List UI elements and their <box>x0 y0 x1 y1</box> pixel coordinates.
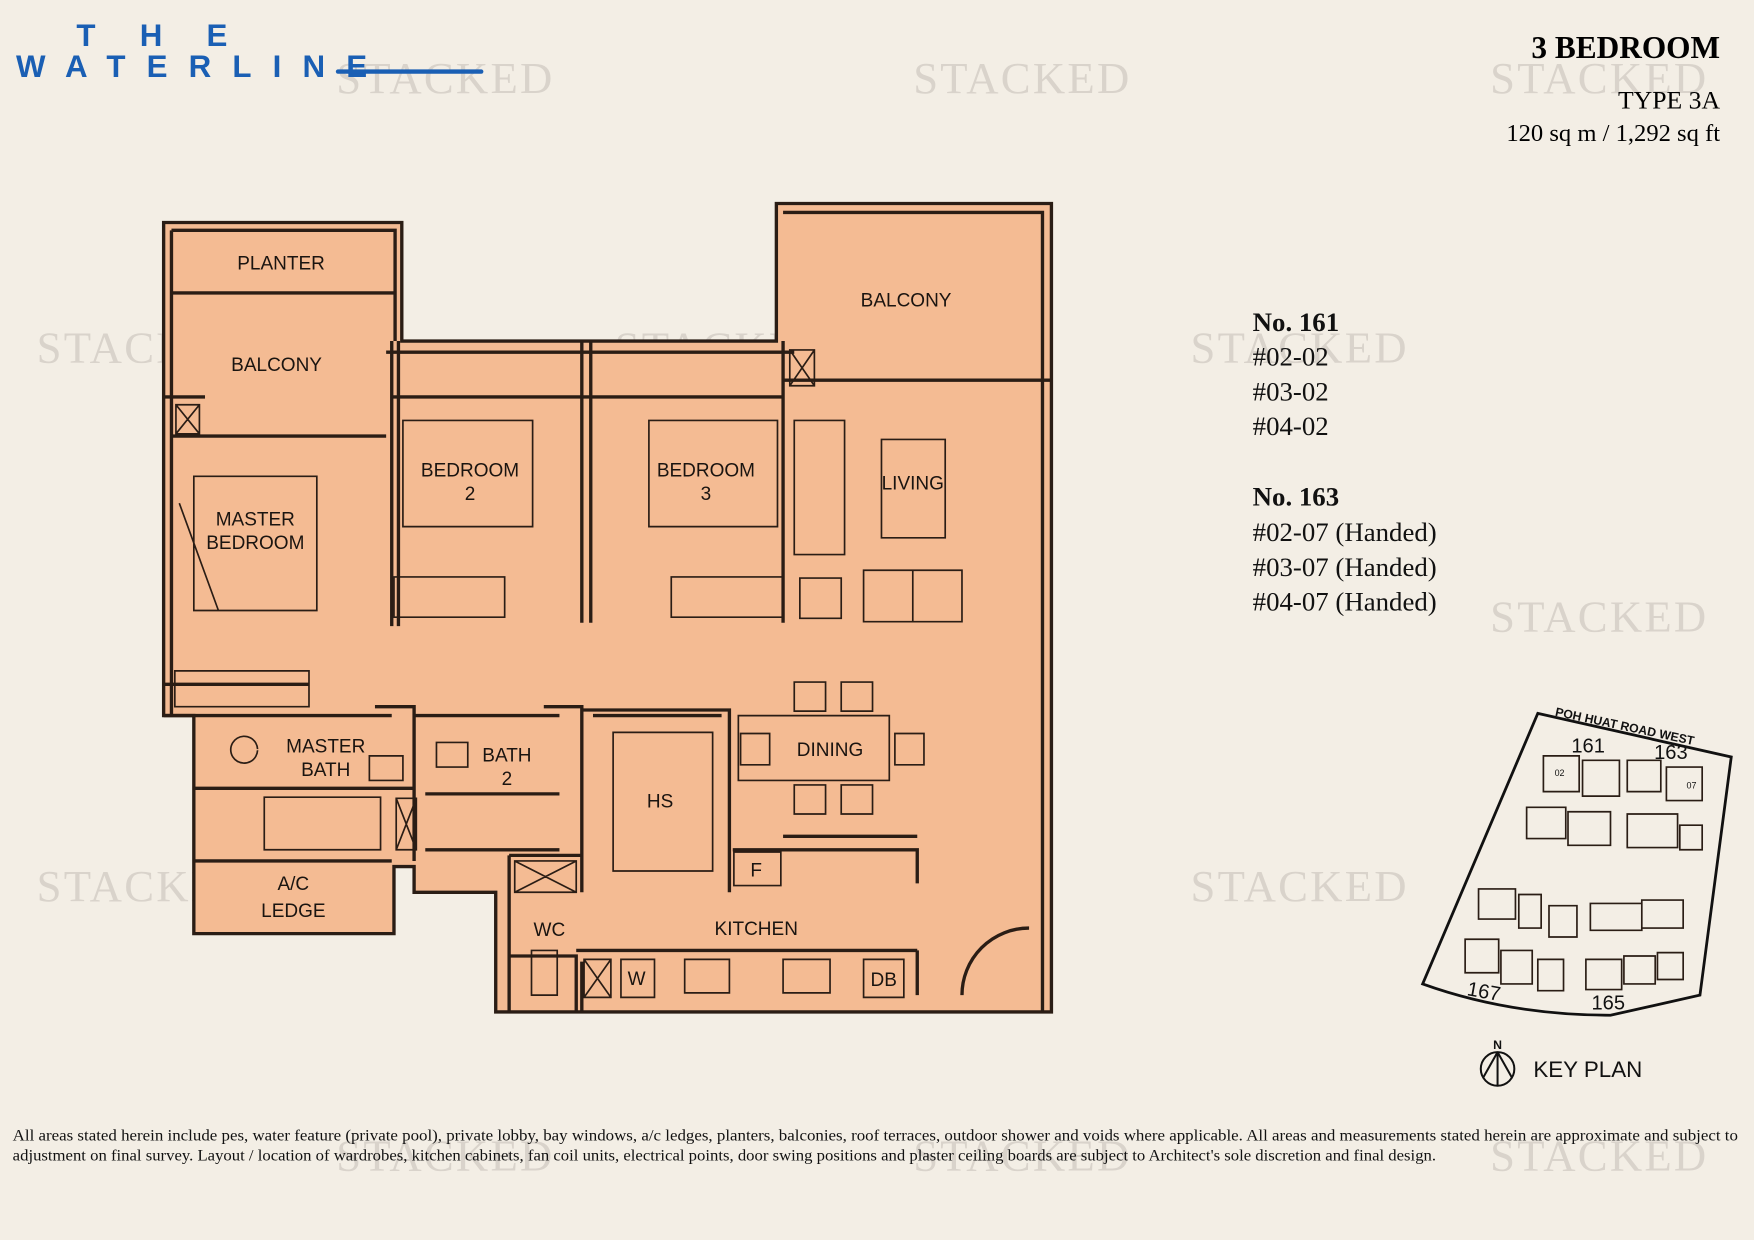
watermark: STACKED <box>1490 592 1708 642</box>
block-161-title: No. 161 <box>1253 307 1339 337</box>
watermark: STACKED <box>1191 861 1409 911</box>
watermark: STACKED <box>1490 53 1708 103</box>
label-bedroom-2: BEDROOM <box>421 460 519 481</box>
unit-02-marker: 02 <box>1555 768 1565 778</box>
block-label: 167 <box>1465 978 1502 1005</box>
label-wc: WC <box>534 920 566 941</box>
label-planter: PLANTER <box>237 253 325 274</box>
watermark: STACKED <box>336 53 554 103</box>
label-master-bath: BATH <box>301 760 350 781</box>
label-ac-ledge: A/C <box>277 874 309 895</box>
building-footprints <box>1464 755 1704 992</box>
label-fridge: F <box>750 861 762 882</box>
label-dining: DINING <box>797 740 864 761</box>
disclaimer: All areas stated herein include pes, wat… <box>13 1127 1738 1164</box>
block-163-title: No. 163 <box>1253 481 1339 511</box>
walls <box>163 210 1052 1012</box>
logo-line-1: THE <box>76 18 238 53</box>
label-household-shelter: HS <box>647 791 673 812</box>
watermark: STACKED <box>1490 1131 1708 1181</box>
label-bath-2: BATH <box>482 745 531 766</box>
block-label: 161 <box>1571 735 1605 757</box>
unit-number: #02-02 <box>1253 342 1329 372</box>
unit-number: #04-02 <box>1253 411 1329 441</box>
unit-07-marker: 07 <box>1687 780 1697 790</box>
unit-number: #03-07 (Handed) <box>1253 552 1437 582</box>
furniture <box>173 349 963 999</box>
key-plan-label: KEY PLAN <box>1533 1057 1642 1082</box>
logo-underline <box>335 69 484 74</box>
north-label: N <box>1493 1038 1502 1052</box>
label-balcony-left: BALCONY <box>231 355 322 376</box>
type-code: TYPE 3A <box>1618 85 1721 114</box>
label-master-bath: MASTER <box>286 736 365 757</box>
label-db: DB <box>871 970 897 991</box>
unit-number: #04-07 (Handed) <box>1253 586 1437 616</box>
block-label: 165 <box>1591 993 1625 1015</box>
label-washer: W <box>628 969 646 990</box>
unit-list: No. 161 #02-02 #03-02 #04-02 No. 163 #02… <box>1253 307 1437 617</box>
unit-number: #03-02 <box>1253 376 1329 406</box>
watermark: STACKED <box>913 1131 1131 1181</box>
logo-line-2: WATERLINE <box>16 49 374 84</box>
site-boundary <box>1420 711 1733 1017</box>
watermark: STACKED <box>1191 322 1409 372</box>
label-master-bedroom: MASTER <box>216 510 295 531</box>
label-bedroom-3: BEDROOM <box>657 460 755 481</box>
block-label: 163 <box>1654 742 1688 764</box>
unit-area: 120 sq m / 1,292 sq ft <box>1506 120 1720 147</box>
unit-number: #02-07 (Handed) <box>1253 517 1437 547</box>
floor-plan: PLANTER BALCONY BALCONY MASTER BEDROOM B… <box>161 201 1054 1014</box>
label-living: LIVING <box>882 474 944 495</box>
watermark: STACKED <box>336 1131 554 1181</box>
label-master-bedroom: BEDROOM <box>206 533 304 554</box>
disclaimer-line-1: All areas stated herein include pes, wat… <box>13 1127 1738 1144</box>
label-bath-2: 2 <box>502 769 513 790</box>
unit-header: 3 BEDROOM TYPE 3A 120 sq m / 1,292 sq ft <box>1506 30 1720 147</box>
unit-type-title: 3 BEDROOM <box>1531 30 1720 65</box>
label-ac-ledge: LEDGE <box>261 901 325 922</box>
disclaimer-line-2: adjustment on final survey. Layout / loc… <box>13 1148 1436 1165</box>
watermark: STACKED <box>913 53 1131 103</box>
label-bedroom-3: 3 <box>701 484 712 505</box>
label-bedroom-2: 2 <box>465 484 476 505</box>
north-arrow-icon <box>1479 1051 1516 1087</box>
label-balcony-right: BALCONY <box>861 290 952 311</box>
key-plan: POH HUAT ROAD WEST 161 163 167 165 02 07… <box>1420 705 1733 1087</box>
label-kitchen: KITCHEN <box>715 919 798 940</box>
